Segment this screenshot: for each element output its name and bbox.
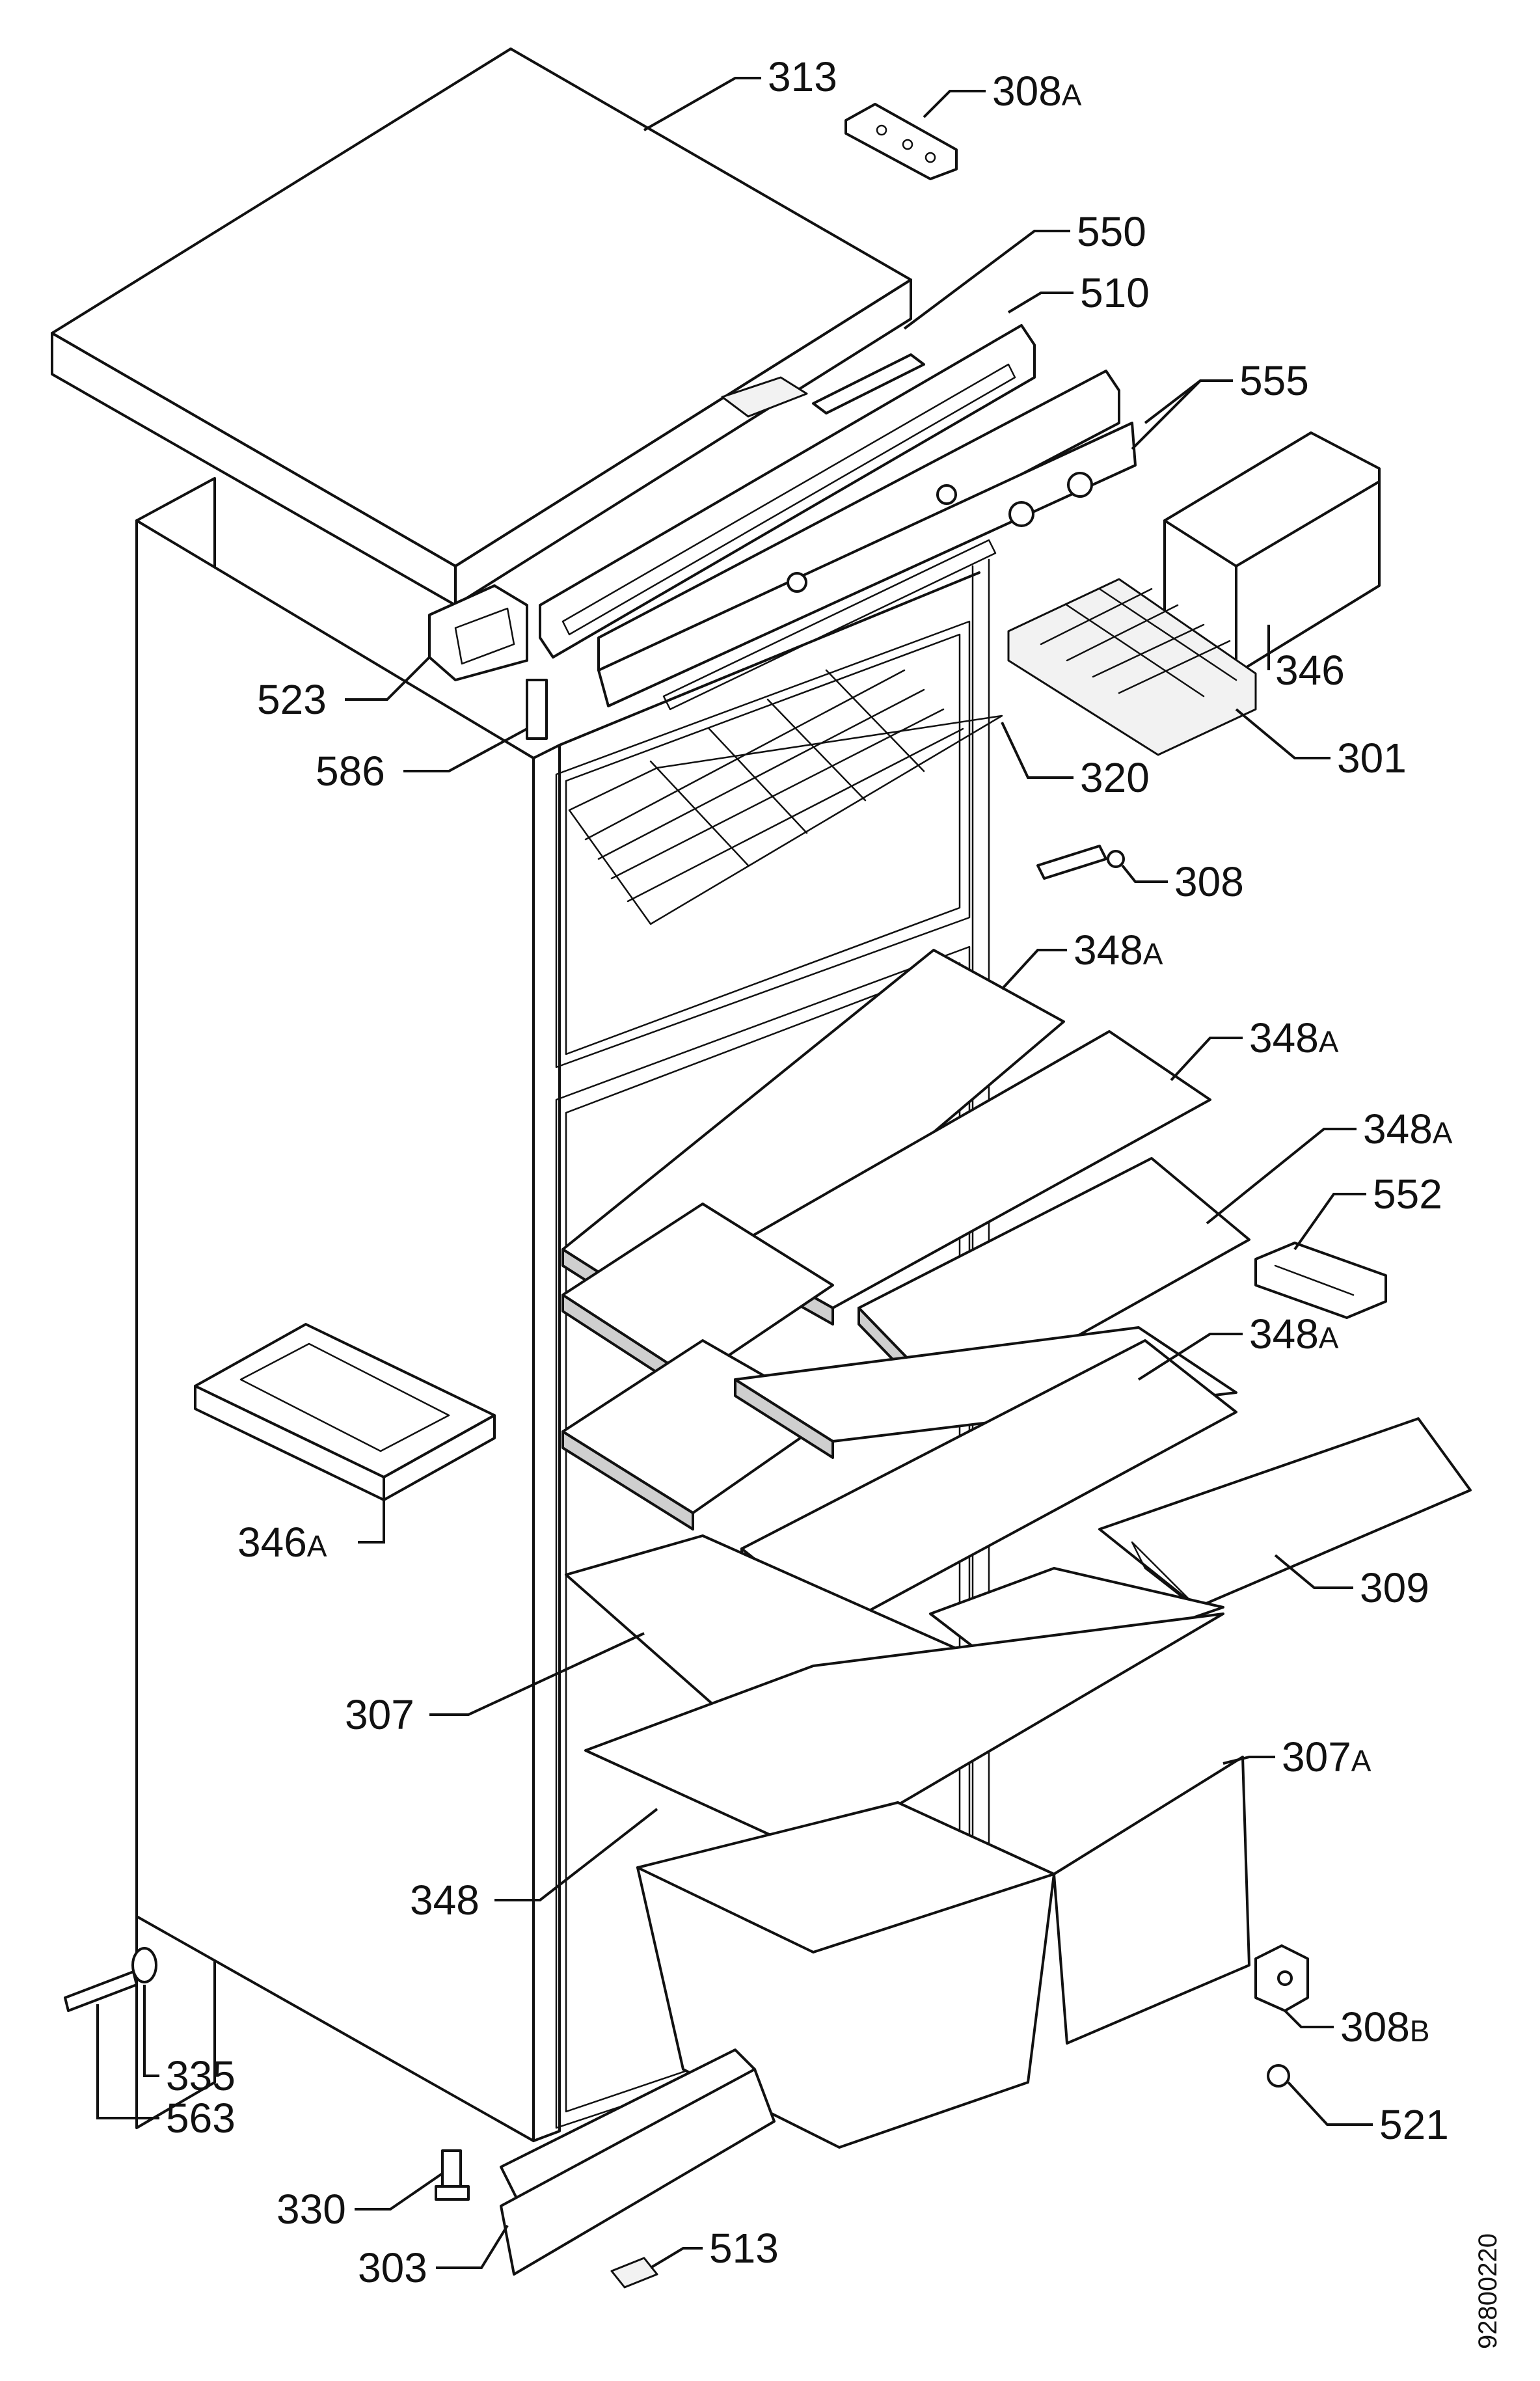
callout-348A-3: 348A xyxy=(1363,1106,1453,1152)
callout-labels: 313 308A 550 510 555 346 301 523 586 320… xyxy=(166,53,1453,2291)
callout-521: 521 xyxy=(1379,2101,1449,2148)
cabinet xyxy=(135,477,1003,2142)
callout-513: 513 xyxy=(709,2225,779,2272)
bottom-hinge-parts xyxy=(1254,1944,1309,2088)
callout-348: 348 xyxy=(410,1877,480,1924)
vent-grille xyxy=(1254,1242,1387,1319)
callout-303: 303 xyxy=(358,2244,427,2291)
callout-308B: 308B xyxy=(1340,2004,1429,2050)
callout-346: 346 xyxy=(1275,647,1345,694)
callout-307: 307 xyxy=(345,1691,414,1738)
callout-330: 330 xyxy=(277,2186,346,2233)
callout-307A: 307A xyxy=(1282,1734,1371,1780)
callout-523: 523 xyxy=(257,676,327,723)
top-cover xyxy=(51,48,912,606)
callout-348A-2: 348A xyxy=(1249,1014,1339,1061)
callout-510: 510 xyxy=(1080,269,1150,316)
callout-320: 320 xyxy=(1080,754,1150,801)
callout-586: 586 xyxy=(316,748,385,795)
callout-346A: 346A xyxy=(237,1519,327,1566)
callout-555: 555 xyxy=(1239,357,1309,404)
top-hinge xyxy=(844,103,958,180)
base-parts xyxy=(435,2048,776,2289)
callout-335: 335 xyxy=(166,2052,236,2099)
glass-shelves xyxy=(561,949,1250,1644)
leader-lines xyxy=(96,77,1373,2269)
door-tray xyxy=(194,1323,496,1501)
bolt-and-washer xyxy=(64,1947,157,2012)
drawing-number: 92800220 xyxy=(1474,2233,1502,2349)
door-catch xyxy=(1036,845,1125,880)
callout-552: 552 xyxy=(1373,1171,1442,1218)
callout-563: 563 xyxy=(166,2095,236,2142)
callout-550: 550 xyxy=(1077,208,1146,255)
crisper-glass xyxy=(584,1612,1224,1856)
callout-313: 313 xyxy=(768,53,837,100)
callout-348A-4: 348A xyxy=(1249,1311,1339,1357)
callout-308A: 308A xyxy=(992,68,1082,115)
upper-hinge-parts xyxy=(428,584,548,740)
callout-348A-1: 348A xyxy=(1074,927,1163,973)
ice-tray xyxy=(1007,578,1257,756)
callout-309: 309 xyxy=(1360,1564,1429,1611)
callout-301: 301 xyxy=(1337,735,1407,782)
callout-308: 308 xyxy=(1174,858,1244,905)
control-panel xyxy=(539,324,1137,711)
